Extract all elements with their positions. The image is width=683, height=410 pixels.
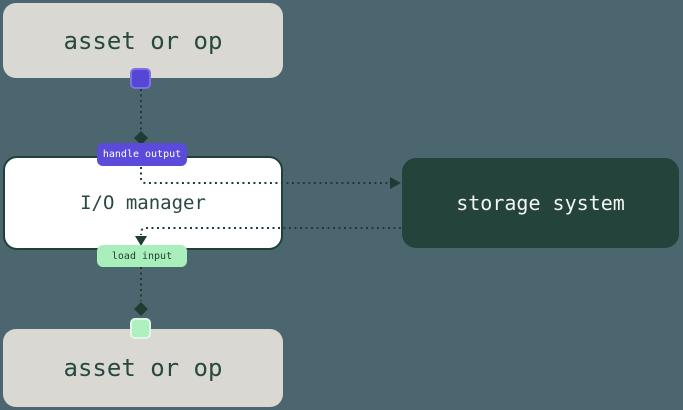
node-io-manager: I/O manager xyxy=(3,156,283,250)
node-asset-or-op-bottom-label: asset or op xyxy=(63,354,223,382)
node-asset-or-op-top: asset or op xyxy=(3,3,283,78)
handle-output-badge: handle output xyxy=(97,143,187,166)
load-input-badge-label: load input xyxy=(111,250,173,262)
node-asset-or-op-bottom: asset or op xyxy=(3,329,283,407)
node-storage-system-label: storage system xyxy=(456,191,625,215)
diamond-marker-bottom xyxy=(134,302,148,316)
output-port xyxy=(130,68,151,89)
node-io-manager-label: I/O manager xyxy=(80,192,206,214)
node-storage-system: storage system xyxy=(402,158,679,248)
handle-output-badge-label: handle output xyxy=(102,149,182,160)
node-asset-or-op-top-label: asset or op xyxy=(63,26,223,55)
load-input-badge: load input xyxy=(97,245,187,267)
input-port xyxy=(130,318,151,339)
arrow-right-marker xyxy=(390,177,401,189)
